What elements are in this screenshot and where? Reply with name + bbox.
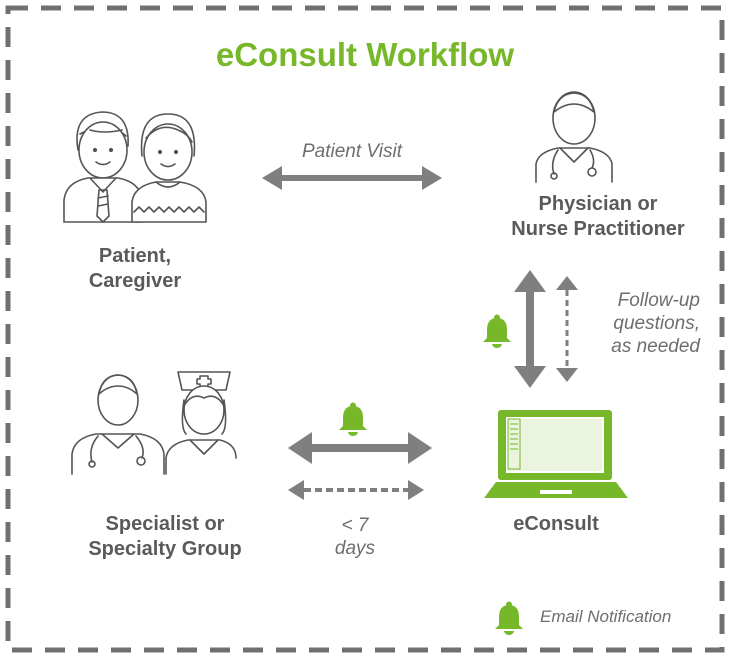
bell-icon <box>339 402 367 436</box>
specialist-label-line1: Specialist or <box>105 513 225 535</box>
follow-up-dashed-arrow <box>556 276 578 382</box>
physician-label-line1: Physician or <box>538 193 658 215</box>
patient-label: Patient, Caregiver <box>40 244 230 294</box>
diagram-title: eConsult Workflow <box>215 36 515 73</box>
follow-up-line3: as needed <box>611 336 700 357</box>
bell-icon <box>483 314 511 348</box>
turnaround-dashed-arrow <box>288 480 424 500</box>
econsult-label: eConsult <box>513 513 599 535</box>
patient-label-line1: Patient, <box>98 245 172 267</box>
specialist-group-icon <box>71 371 237 475</box>
follow-up-label: Follow-up questions, as needed <box>572 289 700 358</box>
follow-up-line2: questions, <box>613 313 700 334</box>
email-notification-legend: Email Notification <box>540 607 672 626</box>
physician-econsult-arrow <box>514 270 546 388</box>
follow-up-line1: Follow-up <box>617 290 700 311</box>
physician-label: Physician or Nurse Practitioner <box>478 192 718 242</box>
specialist-econsult-arrow <box>288 432 432 464</box>
bell-icon <box>495 601 523 635</box>
specialist-label-line2: Specialty Group <box>88 538 242 560</box>
patient-visit-arrow <box>262 166 442 190</box>
patient-caregiver-icon <box>63 111 207 223</box>
specialist-label: Specialist or Specialty Group <box>60 512 270 562</box>
patient-visit-label: Patient Visit <box>302 141 402 162</box>
physician-label-line2: Nurse Practitioner <box>511 218 685 240</box>
physician-icon <box>535 91 613 183</box>
turnaround-label: < 7 days <box>300 514 410 560</box>
turnaround-line1: < 7 <box>341 515 369 536</box>
laptop-icon <box>484 410 628 498</box>
patient-label-line2: Caregiver <box>88 270 182 292</box>
turnaround-line2: days <box>334 538 376 559</box>
